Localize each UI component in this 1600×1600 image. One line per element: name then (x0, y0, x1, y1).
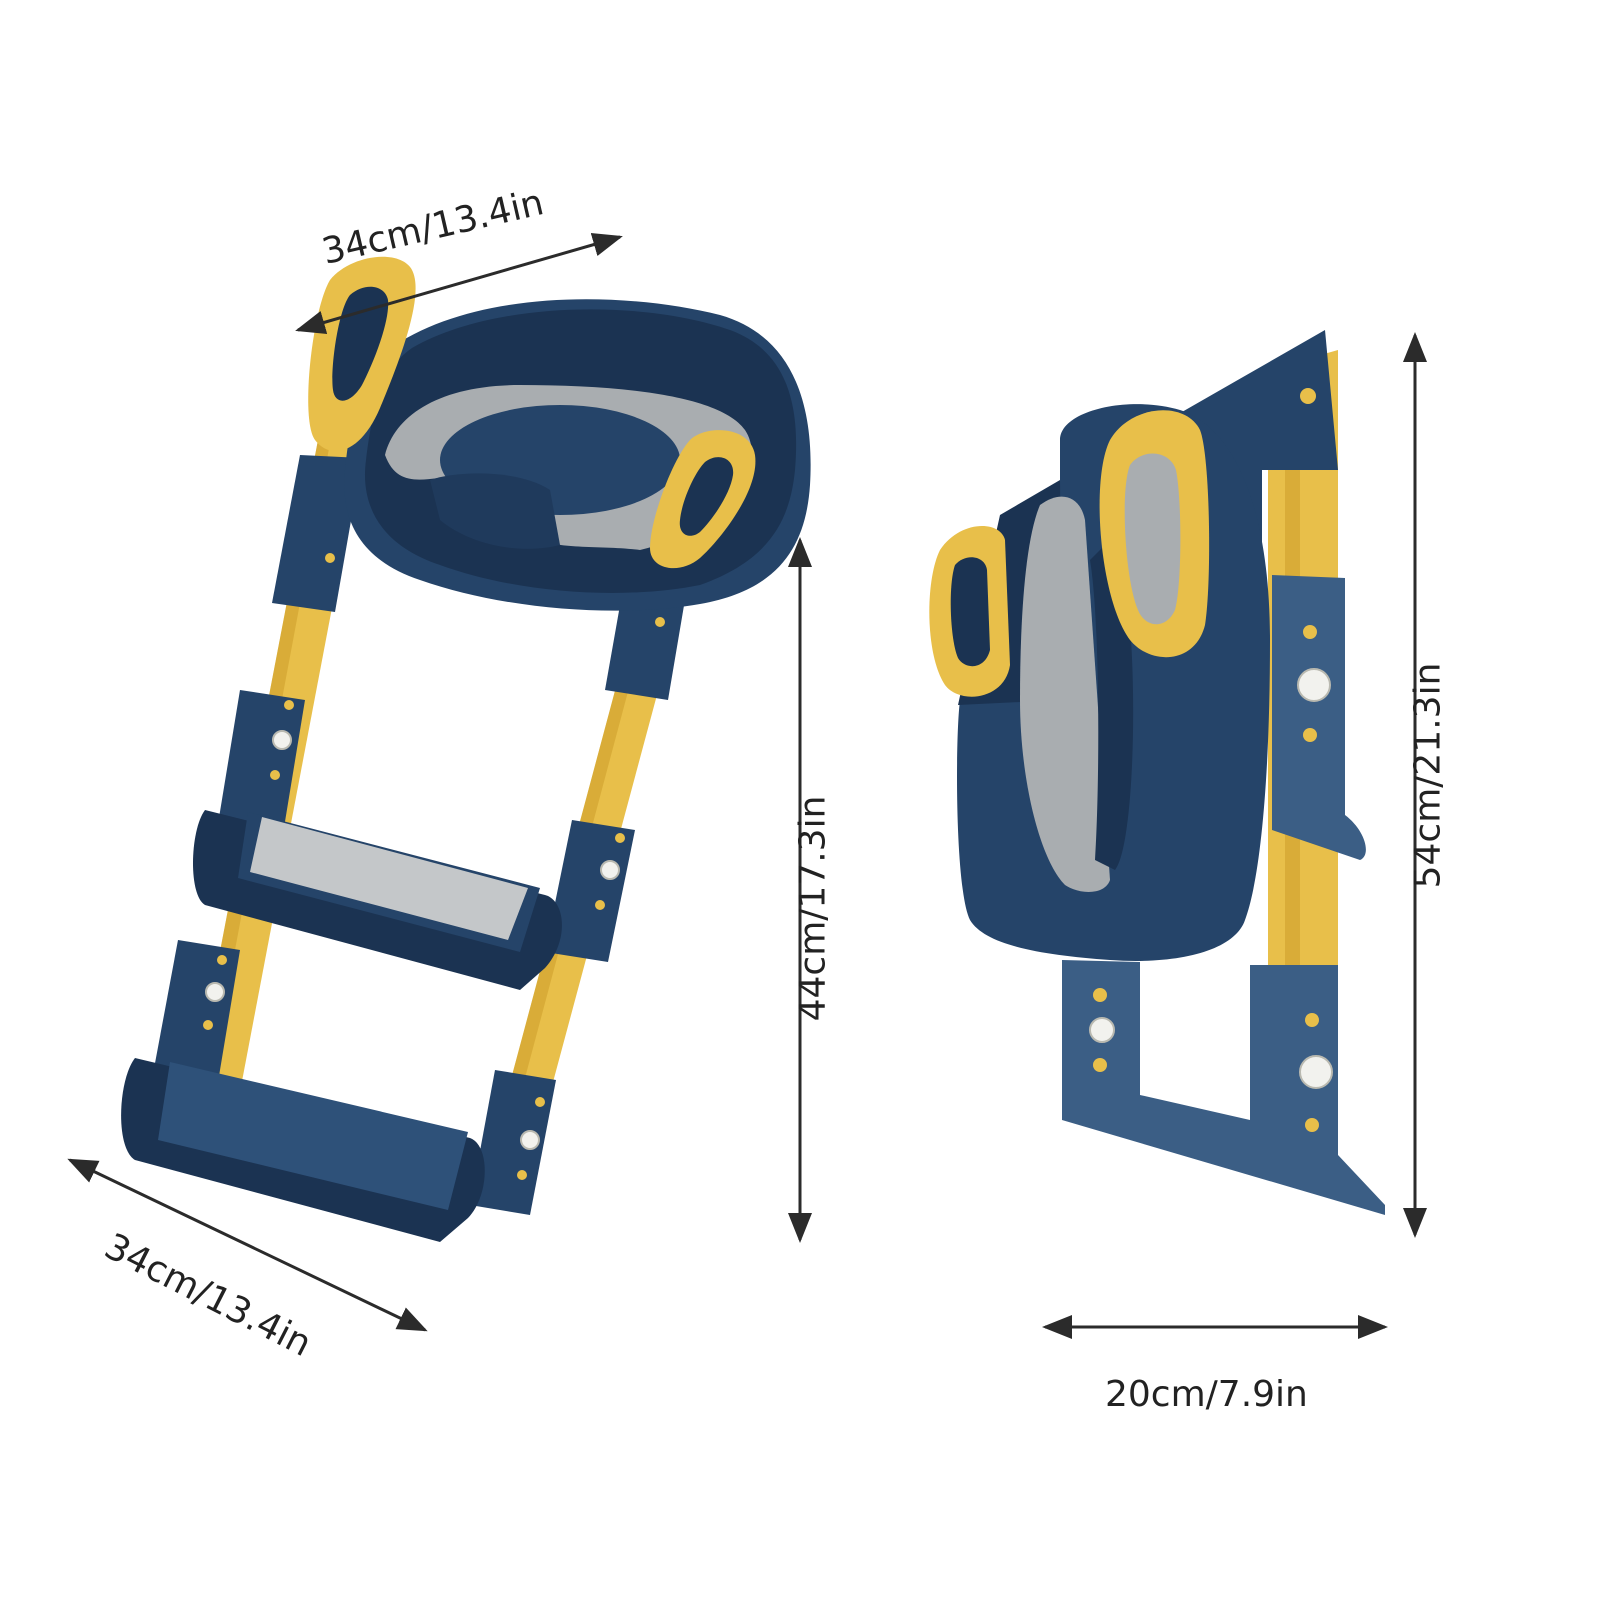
folded-potty-ladder (929, 330, 1385, 1215)
unfolded-height-label: 44cm/17.3in (792, 795, 834, 1022)
folded-width-label: 20cm/7.9in (1105, 1374, 1308, 1415)
middle-step-grip-pad (250, 817, 528, 940)
step-width-arrow (67, 1158, 428, 1332)
folded-height-label: 54cm/21.3in (1407, 662, 1449, 889)
unfolded-potty-ladder (121, 256, 811, 1242)
folded-bottom-frame (1062, 960, 1385, 1215)
folded-seat-cushion (1020, 496, 1110, 892)
seat-width-arrow (295, 232, 623, 335)
dimension-arrows (67, 232, 1427, 1339)
